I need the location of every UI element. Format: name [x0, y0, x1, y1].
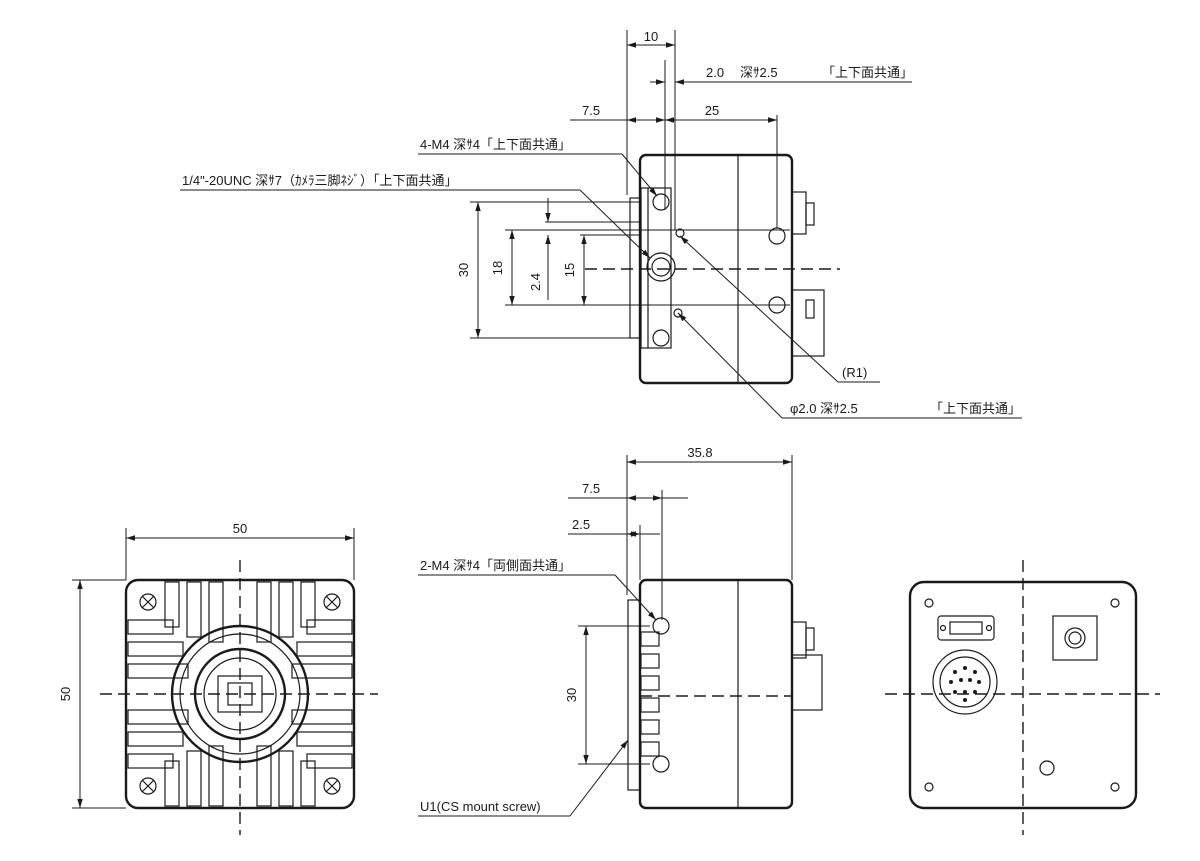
top-note-both-faces-top: 「上下面共通」	[822, 65, 913, 80]
side-view-holes	[652, 617, 670, 773]
side-dim-35-8: 35.8	[687, 445, 712, 460]
side-dim-7-5: 7.5	[582, 481, 600, 496]
rear-usb-connector	[937, 615, 995, 641]
top-dim-2-4: 2.4	[528, 273, 543, 291]
front-view: 50 50	[58, 521, 378, 835]
top-dim-15: 15	[562, 263, 577, 277]
rear-round-connector	[932, 649, 998, 715]
side-view-body	[627, 578, 823, 810]
top-note-phi: φ2.0 深ｻ2.5	[790, 401, 858, 416]
side-note-u1: U1(CS mount screw)	[420, 799, 541, 814]
side-view: 35.8 7.5 2.5 2-M4 深ｻ4「両側面共通」 30 U1(CS mo…	[418, 445, 823, 817]
top-view: 10 2.0 深ｻ2.5 「上下面共通」 7.5 25 4-M4 深ｻ4「上下面…	[180, 29, 1022, 419]
top-dim-18: 18	[490, 261, 505, 275]
side-dim-30: 30	[564, 688, 579, 702]
top-note-tripod: 1/4"-20UNC 深ｻ7（ｶﾒﾗ三脚ﾈｼﾞ）「上下面共通」	[182, 173, 457, 188]
top-dim-30: 30	[456, 263, 471, 277]
top-dim-10: 10	[644, 29, 658, 44]
side-note-2m4: 2-M4 深ｻ4「両側面共通」	[420, 558, 571, 573]
side-dim-2-5: 2.5	[572, 517, 590, 532]
rear-power-jack	[1052, 615, 1098, 661]
top-note-r1: (R1)	[842, 365, 867, 380]
top-note-both-faces-bottom: 「上下面共通」	[930, 401, 1021, 416]
top-dim-7-5: 7.5	[582, 103, 600, 118]
top-dim-2-0: 2.0	[706, 65, 724, 80]
front-view-screws	[139, 593, 341, 795]
top-note-4m4: 4-M4 深ｻ4「上下面共通」	[420, 137, 571, 152]
front-dim-50-height: 50	[58, 687, 73, 701]
top-view-holes	[646, 193, 786, 347]
rear-view	[885, 560, 1160, 835]
front-dim-50-width: 50	[233, 521, 247, 536]
top-note-depth-2-5: 深ｻ2.5	[740, 65, 778, 80]
top-dim-25: 25	[705, 103, 719, 118]
